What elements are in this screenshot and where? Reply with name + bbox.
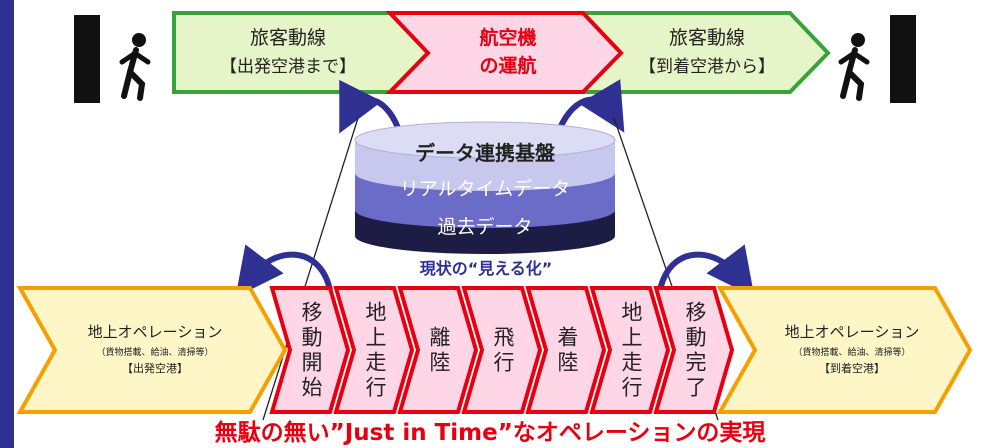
flight-step-char: 地 [366, 301, 387, 325]
past-data-label: 過去データ [437, 216, 532, 238]
flight-step-shape [333, 286, 415, 414]
flight-step-char: 走 [622, 351, 643, 375]
realtime-data-label: リアルタイムデータ [400, 178, 570, 200]
flight-step-shape [269, 286, 351, 414]
data-platform-cylinder: データ連携基盤 リアルタイムデータ 過去データ [354, 121, 616, 254]
ground-ops-departure-sub: （貨物搭載、給油、清掃等） [96, 346, 213, 358]
bottom-left-cycle-arrow [235, 244, 333, 298]
flight-step-char: 動 [302, 326, 323, 350]
flight-step-char: 陸 [430, 351, 451, 375]
flight-step-char: 上 [366, 326, 387, 350]
flight-step-char: 了 [686, 376, 707, 400]
ground-ops-departure-title: 地上オペレーション [88, 323, 223, 341]
flight-step-char: 移 [302, 301, 323, 325]
funnel-line-left [262, 117, 359, 421]
flight-step-char: 走 [366, 351, 387, 375]
flight-step-shape [397, 286, 479, 414]
flight-step-shape [525, 286, 607, 414]
top-left-subtitle: 【出発空港まで】 [220, 57, 356, 77]
flight-step-char: 行 [494, 351, 515, 375]
bottom-right-cycle-arrow [657, 244, 755, 298]
top-right-cycle-arrow [557, 79, 625, 133]
ground-ops-arrival-sub: （貨物搭載、給油、清掃等） [793, 346, 910, 358]
ground-ops-arrival-airport: 【到着空港】 [819, 361, 885, 375]
top-center-chevron: 航空機 の運航 [385, 11, 624, 94]
flight-step-char: 移 [686, 301, 707, 325]
flight-step-char: 完 [686, 351, 707, 375]
visualization-label: 現状の“見える化” [420, 259, 553, 278]
left-accent-bar [0, 0, 14, 448]
data-platform-title: データ連携基盤 [415, 141, 556, 165]
aircraft-operation-line2: の運航 [479, 54, 536, 77]
flight-step-char: 着 [558, 326, 579, 350]
top-right-subtitle: 【到着空港から】 [639, 57, 775, 77]
flight-step-shape [461, 286, 543, 414]
runner-left-icon [119, 33, 151, 101]
flight-step-char: 上 [622, 326, 643, 350]
flight-step-char: 行 [366, 376, 387, 400]
top-left-chevron: 旅客動線 【出発空港まで】 [172, 11, 431, 94]
top-left-title: 旅客動線 [250, 27, 326, 49]
flight-step-char: 行 [622, 376, 643, 400]
flight-step-char: 飛 [494, 326, 515, 350]
flight-step-shape [589, 286, 671, 414]
departure-door-icon [74, 15, 100, 103]
ground-ops-departure-airport: 【出発空港】 [122, 361, 188, 375]
flight-step-char: 陸 [558, 351, 579, 375]
flight-step-char: 離 [430, 326, 451, 350]
ground-ops-arrival: 地上オペレーション （貨物搭載、給油、清掃等） 【到着空港】 [716, 286, 973, 414]
flight-step-3: 離陸 [397, 286, 479, 414]
top-right-chevron: 旅客動線 【到着空港から】 [578, 11, 831, 94]
top-left-cycle-arrow [339, 79, 401, 134]
ground-ops-departure: 地上オペレーション （貨物搭載、給油、清掃等） 【出発空港】 [16, 286, 288, 414]
bottom-caption: 無駄の無い”Just in Time”なオペレーションの実現 [215, 419, 766, 446]
arrival-door-icon [890, 15, 916, 103]
flight-step-char: 動 [686, 326, 707, 350]
flight-step-char: 始 [302, 376, 323, 400]
top-right-title: 旅客動線 [669, 27, 745, 49]
flight-step-shape [653, 286, 735, 414]
runner-right-icon [838, 33, 870, 101]
flight-step-char: 地 [622, 301, 643, 325]
ground-ops-arrival-title: 地上オペレーション [785, 323, 920, 341]
flight-step-5: 着陸 [525, 286, 607, 414]
aircraft-operation-line1: 航空機 [479, 26, 536, 49]
flight-step-char: 開 [302, 351, 323, 375]
flight-step-4: 飛行 [461, 286, 543, 414]
